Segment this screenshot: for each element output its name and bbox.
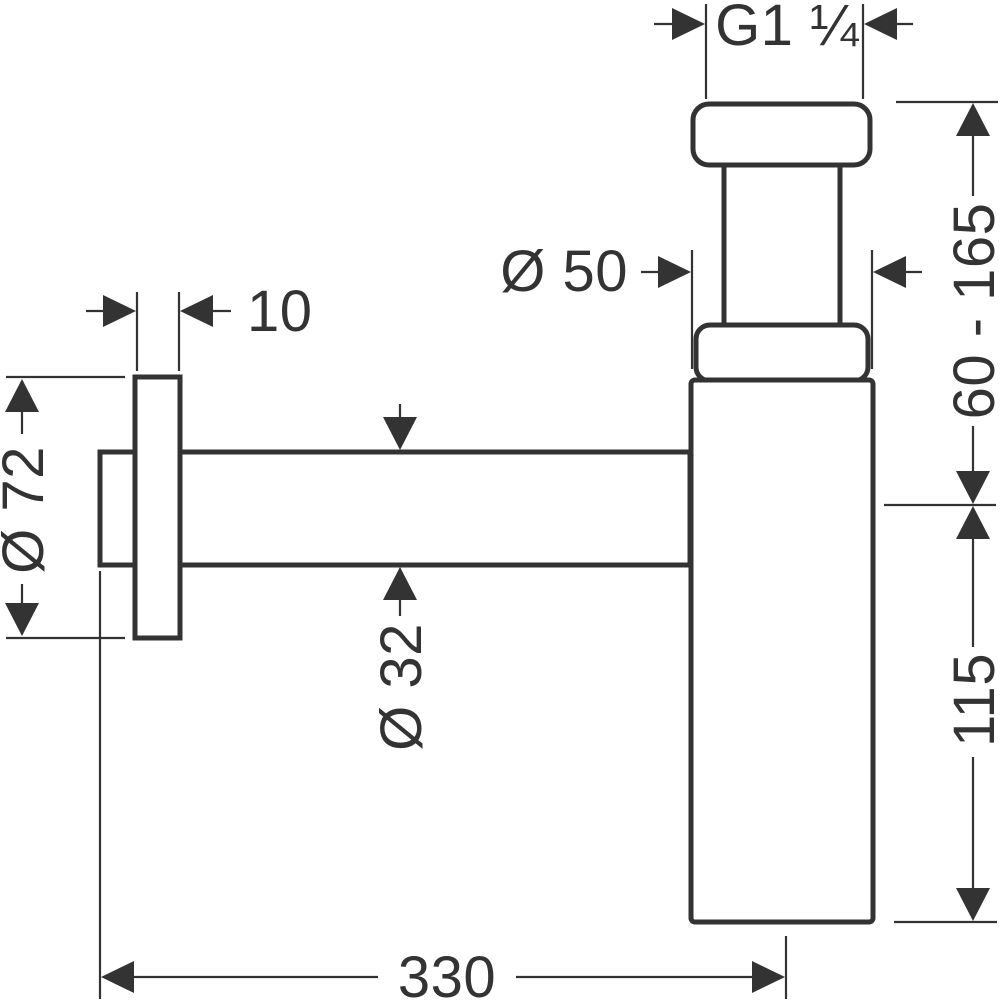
dim-pipe-diameter: Ø 32 bbox=[369, 404, 434, 751]
pipe-diameter-label: Ø 32 bbox=[369, 623, 434, 751]
flange-thickness-label: 10 bbox=[247, 279, 313, 344]
arrow-right-icon bbox=[672, 8, 705, 40]
arrow-left-icon bbox=[864, 8, 897, 40]
flange-diameter-label: Ø 72 bbox=[0, 446, 56, 574]
arrow-down-icon bbox=[956, 471, 990, 504]
arrow-up-icon bbox=[383, 567, 417, 600]
arrow-left-icon bbox=[873, 256, 906, 288]
trap-body bbox=[688, 377, 876, 925]
body-collar bbox=[693, 322, 871, 384]
dim-thread-size: G1 ¼ bbox=[654, 0, 913, 99]
arrow-up-icon bbox=[956, 103, 990, 136]
arrow-left-icon bbox=[101, 961, 134, 993]
dim-wall-distance: 330 bbox=[98, 571, 788, 1000]
product-outline bbox=[97, 101, 876, 925]
arrow-up-icon bbox=[5, 379, 39, 412]
dim-flange-thickness: 10 bbox=[86, 279, 313, 371]
arrow-up-icon bbox=[956, 506, 990, 539]
wall-flange bbox=[132, 374, 183, 641]
dim-body-diameter: Ø 50 bbox=[500, 239, 922, 369]
wall-pipe bbox=[97, 449, 693, 568]
body-height-label: 115 bbox=[942, 653, 1000, 747]
arrow-down-icon bbox=[956, 888, 990, 921]
arrow-down-icon bbox=[383, 417, 417, 450]
dim-height-adjustment: 60 - 165 bbox=[884, 100, 1000, 507]
arrow-right-icon bbox=[658, 256, 691, 288]
arrow-left-icon bbox=[180, 295, 213, 327]
arrow-right-icon bbox=[103, 295, 136, 327]
arrow-right-icon bbox=[752, 961, 785, 993]
height-adjustment-label: 60 - 165 bbox=[942, 203, 1000, 420]
body-diameter-label: Ø 50 bbox=[500, 239, 628, 304]
dim-flange-diameter: Ø 72 bbox=[0, 375, 125, 640]
wall-distance-label: 330 bbox=[398, 945, 496, 1000]
dim-body-height: 115 bbox=[894, 506, 1000, 924]
arrow-down-icon bbox=[5, 603, 39, 636]
thread-size-label: G1 ¼ bbox=[715, 0, 859, 58]
thread-nut bbox=[690, 101, 873, 168]
